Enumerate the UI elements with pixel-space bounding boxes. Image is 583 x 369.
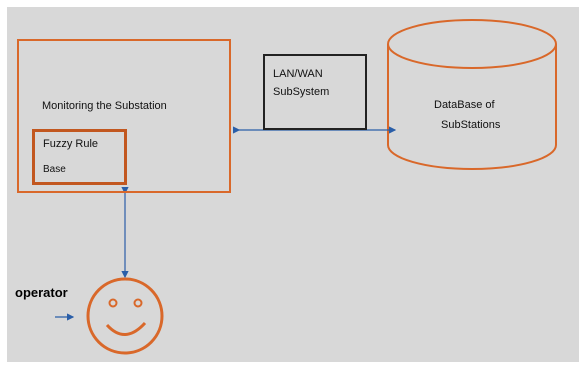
diagram-canvas: Monitoring the Substation Fuzzy Rule Bas… (7, 7, 579, 362)
operator-label: operator (15, 285, 68, 300)
diagram-shapes (55, 19, 557, 355)
database-label-line2: SubStations (441, 119, 501, 131)
lan-wan-subsystem-box (263, 54, 367, 130)
database-label-line1: DataBase of (434, 99, 495, 111)
database-cylinder (387, 19, 557, 170)
fuzzy-rule-label: Fuzzy Rule (43, 138, 99, 150)
lan-wan-label: LAN/WAN (273, 68, 323, 80)
fuzzy-base-label: Base (43, 164, 66, 175)
monitoring-substation-box (17, 39, 231, 193)
monitoring-substation-label: Monitoring the Substation (42, 100, 167, 112)
fuzzy-rule-base-box (32, 129, 127, 185)
operator-smiley-icon (86, 277, 164, 355)
subsystem-label: SubSystem (273, 86, 330, 98)
